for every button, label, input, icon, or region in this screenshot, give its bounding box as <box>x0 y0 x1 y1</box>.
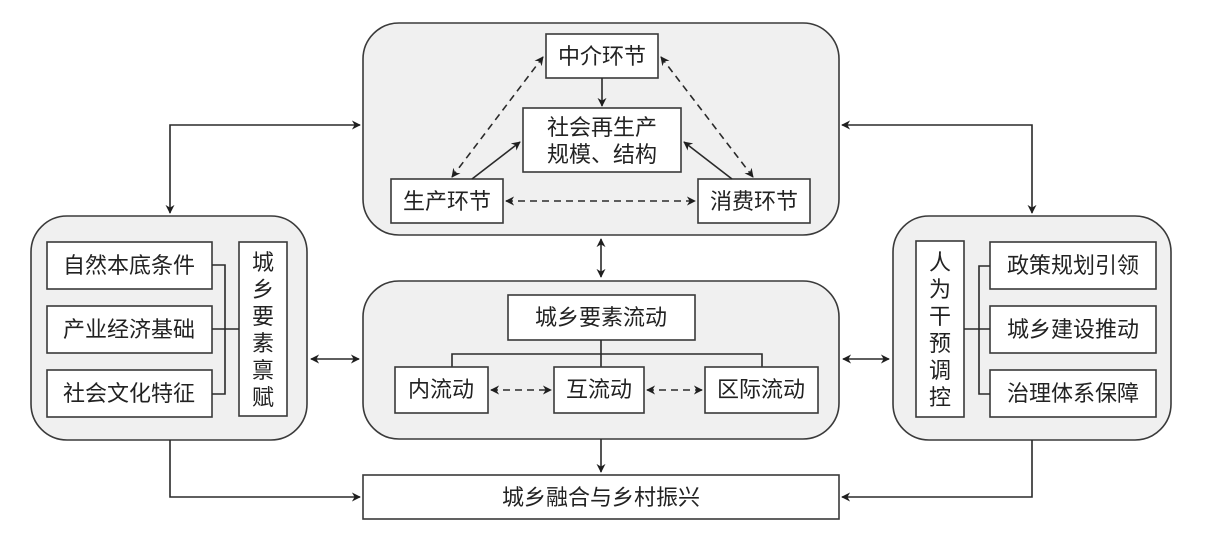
dashed-arrow-intermediary-production <box>451 56 544 178</box>
endowment-bracket <box>212 264 239 395</box>
endowment-char-5: 禀 <box>252 359 274 384</box>
economic-base-label: 产业经济基础 <box>63 318 195 343</box>
endowment-vertical-box <box>238 241 288 417</box>
integration-box <box>362 474 840 520</box>
endowment-char-1: 城 <box>252 251 274 276</box>
policy-planning-label: 政策规划引领 <box>1007 254 1139 279</box>
governance-label: 治理体系保障 <box>1007 382 1139 407</box>
endowment-char-3: 要 <box>252 305 274 330</box>
intervention-char-4: 预 <box>929 332 951 357</box>
construction-label: 城乡建设推动 <box>1007 318 1139 343</box>
social-reproduction-label-1: 社会再生产 <box>547 116 657 141</box>
integration-label: 城乡融合与乡村振兴 <box>502 486 700 511</box>
construction-box <box>989 305 1157 354</box>
natural-conditions-label: 自然本底条件 <box>63 254 195 279</box>
flow-tree-connector <box>451 340 763 367</box>
endowment-char-6: 赋 <box>252 386 274 411</box>
inner-flow-label: 内流动 <box>408 378 474 403</box>
production-label: 生产环节 <box>403 190 491 215</box>
intervention-char-3: 干 <box>929 305 951 330</box>
flow-title-label: 城乡要素流动 <box>535 306 667 331</box>
intervention-char-5: 调 <box>929 359 951 384</box>
arrow-top-to-right <box>841 120 1037 214</box>
social-reproduction-box <box>522 107 682 173</box>
intervention-char-1: 人 <box>929 251 951 276</box>
arrow-left-to-top <box>165 120 361 214</box>
endowment-char-2: 乡 <box>252 278 274 303</box>
mutual-flow-box <box>553 366 645 414</box>
intervention-bracket <box>964 265 990 395</box>
consumption-box <box>697 178 811 224</box>
interregional-flow-label: 区际流动 <box>717 378 805 403</box>
interregional-flow-box <box>704 366 819 414</box>
mutual-flow-label: 互流动 <box>566 378 632 403</box>
intervention-vertical-box <box>915 240 965 418</box>
natural-conditions-box <box>46 241 213 290</box>
intermediary-box <box>545 33 659 79</box>
social-reproduction-label-2: 规模、结构 <box>547 143 657 168</box>
intervention-char-6: 控 <box>929 386 951 411</box>
arrow-left-to-integration <box>169 440 361 502</box>
flow-title-box <box>507 294 696 341</box>
dashed-arrow-intermediary-consumption <box>660 56 754 178</box>
endowment-char-4: 素 <box>252 332 274 357</box>
arrow-right-to-integration <box>841 440 1033 502</box>
consumption-label: 消费环节 <box>710 190 798 215</box>
policy-planning-box <box>989 241 1157 290</box>
economic-base-box <box>46 305 213 354</box>
social-culture-label: 社会文化特征 <box>63 382 195 407</box>
intermediary-label: 中介环节 <box>558 45 646 70</box>
intervention-char-2: 为 <box>929 278 951 303</box>
production-box <box>390 178 504 224</box>
inner-flow-box <box>394 366 489 414</box>
governance-box <box>989 369 1157 418</box>
